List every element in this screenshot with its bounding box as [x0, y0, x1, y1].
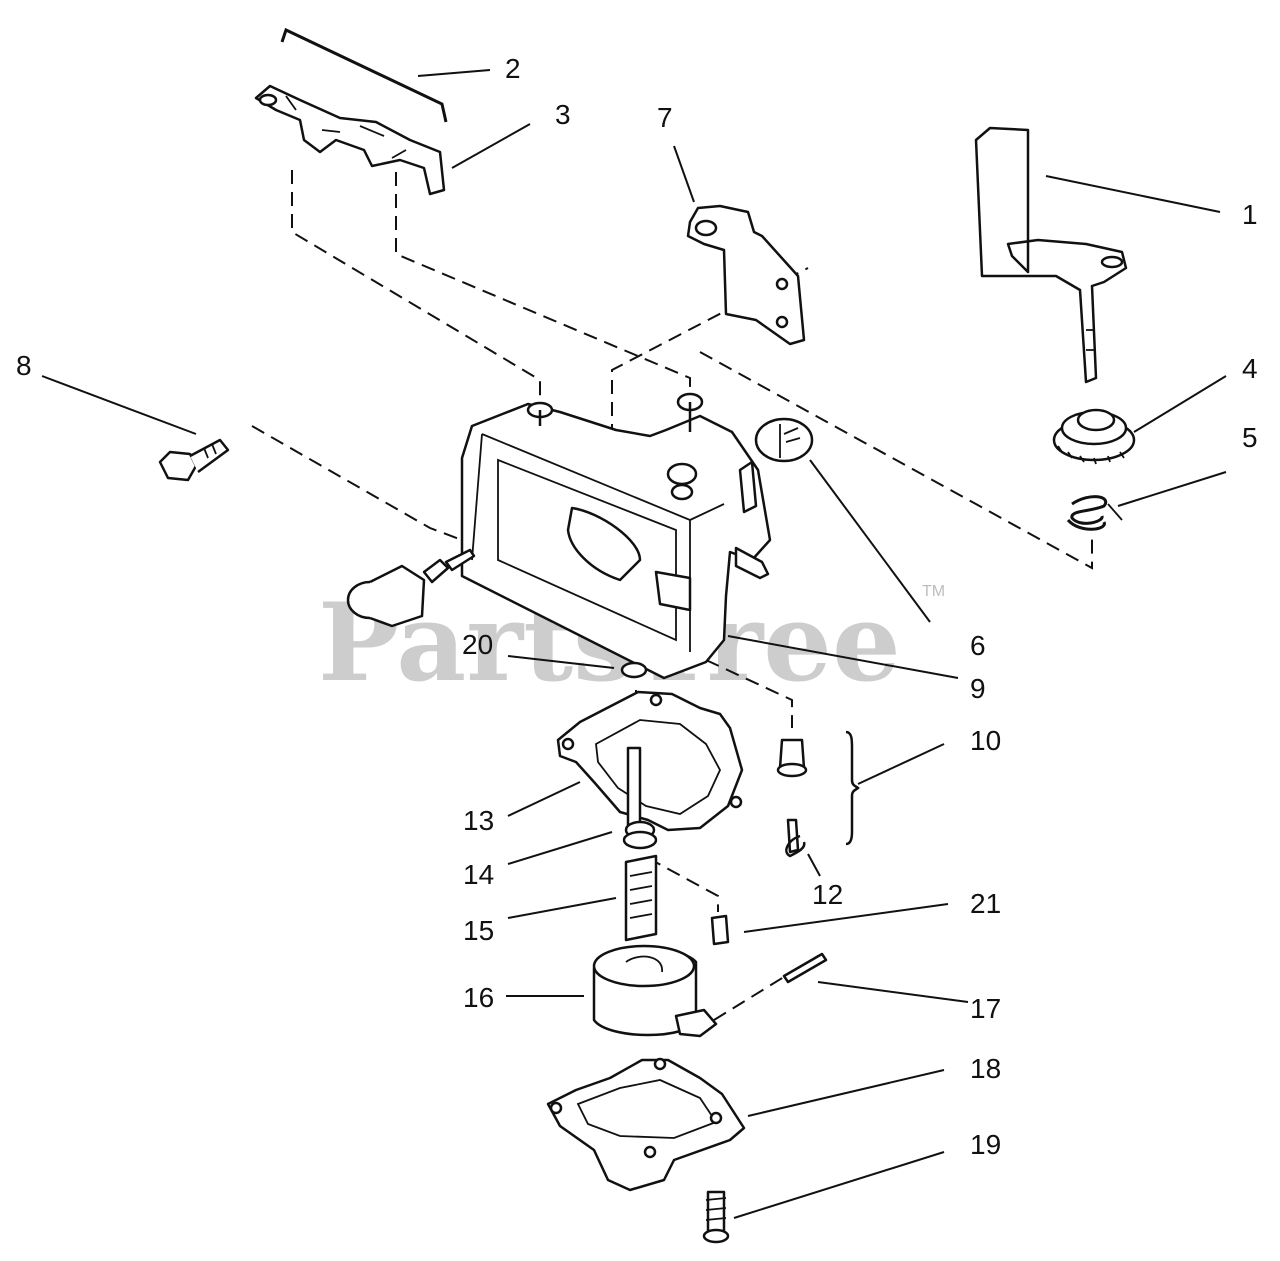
- carburetor-body: [460, 392, 772, 680]
- callout-9: 9: [970, 673, 986, 704]
- small-pin: [710, 914, 730, 946]
- callout-12: 12: [812, 879, 843, 910]
- callout-5: 5: [1242, 422, 1258, 453]
- callout-labels: 1 2 3 4 5 6 7 8 9 10 12 13 14 15 16 17 1…: [16, 53, 1258, 1160]
- wire-link: [280, 27, 448, 123]
- callout-4: 4: [1242, 353, 1258, 384]
- float-bowl: [546, 1057, 746, 1192]
- callout-2: 2: [505, 53, 521, 84]
- callout-18: 18: [970, 1053, 1001, 1084]
- fuel-filter-screen: [624, 854, 658, 942]
- callout-8: 8: [16, 350, 32, 381]
- callout-7: 7: [657, 102, 673, 133]
- washer: [620, 661, 648, 679]
- callout-19: 19: [970, 1129, 1001, 1160]
- float: [592, 944, 718, 1038]
- callout-10: 10: [970, 725, 1001, 756]
- throttle-shaft: [974, 126, 1128, 384]
- throttle-disc: [754, 417, 814, 463]
- callout-16: 16: [463, 982, 494, 1013]
- throttle-bracket: [686, 204, 806, 346]
- welch-plug-and-screw: [346, 548, 476, 628]
- callout-6: 6: [970, 630, 986, 661]
- callout-21: 21: [970, 888, 1001, 919]
- watermark-trademark: TM: [922, 583, 945, 600]
- callout-17: 17: [970, 993, 1001, 1024]
- callout-20: 20: [462, 629, 493, 660]
- spring: [1066, 495, 1123, 531]
- bowl-screw: [702, 1190, 730, 1244]
- float-pin: [782, 952, 828, 984]
- choke-lever-assembly: [254, 84, 446, 196]
- inlet-needle-seat: [776, 738, 808, 854]
- leader-lines: [41, 69, 1227, 1219]
- needle-brace: [845, 730, 860, 846]
- callout-1: 1: [1242, 199, 1258, 230]
- callout-3: 3: [555, 99, 571, 130]
- governor-gear: [1052, 408, 1136, 465]
- bowl-gasket: [556, 690, 744, 832]
- callout-13: 13: [463, 805, 494, 836]
- needle-clip: [785, 834, 806, 858]
- callout-15: 15: [463, 915, 494, 946]
- hex-bolt: [158, 438, 230, 482]
- fuel-nozzle-nut: [622, 820, 658, 850]
- callout-14: 14: [463, 859, 494, 890]
